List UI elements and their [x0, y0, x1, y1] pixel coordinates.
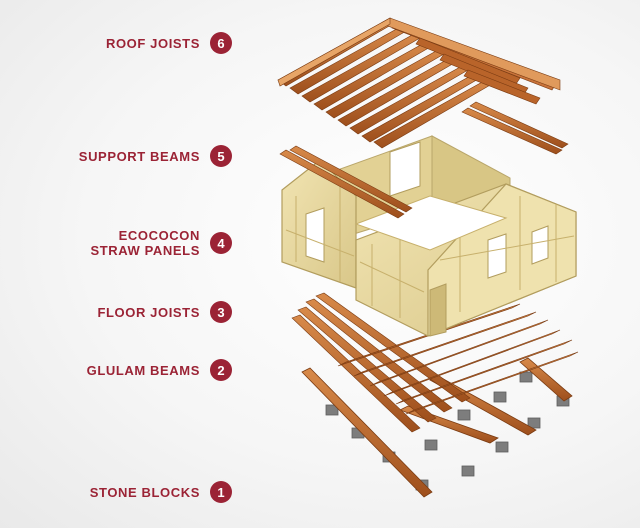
label-support-beams: SUPPORT BEAMS 5 — [79, 145, 232, 167]
label-roof-joists: ROOF JOISTS 6 — [106, 32, 232, 54]
number-badge: 5 — [210, 145, 232, 167]
label-text: FLOOR JOISTS — [97, 304, 200, 320]
number-badge: 1 — [210, 481, 232, 503]
label-text: ROOF JOISTS — [105, 35, 200, 51]
label-straw-panels: ECOCOCON STRAW PANELS 4 — [90, 228, 232, 258]
support-beams-layer — [279, 101, 569, 219]
label-text: SUPPORT BEAMS — [78, 148, 200, 164]
roof-joists-layer — [277, 17, 561, 149]
label-text: STONE BLOCKS — [89, 484, 200, 500]
floor-joists-layer — [291, 292, 579, 433]
label-glulam-beams: GLULAM BEAMS 2 — [87, 359, 232, 381]
number-badge: 2 — [210, 359, 232, 381]
number-badge: 6 — [210, 32, 232, 54]
label-stone-blocks: STONE BLOCKS 1 — [90, 481, 232, 503]
label-floor-joists: FLOOR JOISTS 3 — [97, 301, 232, 323]
number-badge: 3 — [210, 301, 232, 323]
label-text: GLULAM BEAMS — [86, 362, 200, 378]
label-text: ECOCOCON STRAW PANELS — [90, 228, 200, 258]
number-badge: 4 — [210, 232, 232, 254]
